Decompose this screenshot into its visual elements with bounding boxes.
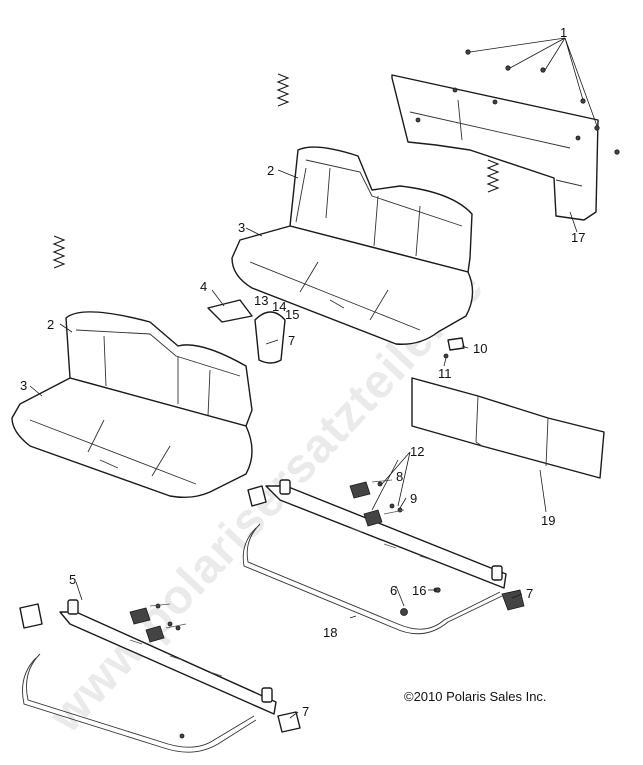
seat-label-pad	[207, 299, 253, 323]
spring-upper-right	[486, 159, 500, 193]
seat-cushion-rear	[231, 225, 474, 345]
callout-14: 14	[272, 299, 286, 314]
rear-panel	[391, 74, 599, 221]
callout-6: 6	[390, 583, 397, 598]
callout-8: 8	[396, 469, 403, 484]
seat-cushion-front	[11, 377, 253, 499]
callout-13: 13	[254, 293, 268, 308]
spring-center	[254, 311, 286, 364]
screws	[465, 49, 620, 155]
seat-back-rear	[289, 146, 473, 273]
callout-4: 4	[200, 279, 207, 294]
callout-12: 12	[410, 444, 424, 459]
copyright-text: ©2010 Polaris Sales Inc.	[404, 689, 547, 704]
spring-upper-left	[276, 73, 290, 107]
seat-back-front	[65, 311, 253, 427]
seat-frame-front	[19, 599, 301, 753]
callout-2-front: 2	[47, 317, 54, 332]
callout-7-bottom: 7	[302, 704, 309, 719]
callout-16: 16	[412, 583, 426, 598]
callout-7-right: 7	[526, 586, 533, 601]
callout-17: 17	[571, 230, 585, 245]
callout-9: 9	[410, 491, 417, 506]
seat-frame-rear	[242, 479, 525, 635]
callout-19: 19	[541, 513, 555, 528]
callout-3-rear: 3	[238, 220, 245, 235]
callout-7-center: 7	[288, 333, 295, 348]
storage-panel	[411, 377, 605, 479]
callout-3-front: 3	[20, 378, 27, 393]
seat-latch	[443, 337, 465, 359]
callout-18: 18	[323, 625, 337, 640]
callout-10: 10	[473, 341, 487, 356]
callout-1: 1	[560, 25, 567, 40]
callout-15: 15	[285, 307, 299, 322]
seatbelt-buckle-rear	[349, 479, 405, 527]
callout-11: 11	[438, 366, 452, 381]
callout-5: 5	[69, 572, 76, 587]
bolt	[435, 587, 441, 593]
spring-middle-left	[52, 235, 66, 269]
seatbelt-buckle-front	[129, 603, 187, 643]
callout-2-rear: 2	[267, 163, 274, 178]
